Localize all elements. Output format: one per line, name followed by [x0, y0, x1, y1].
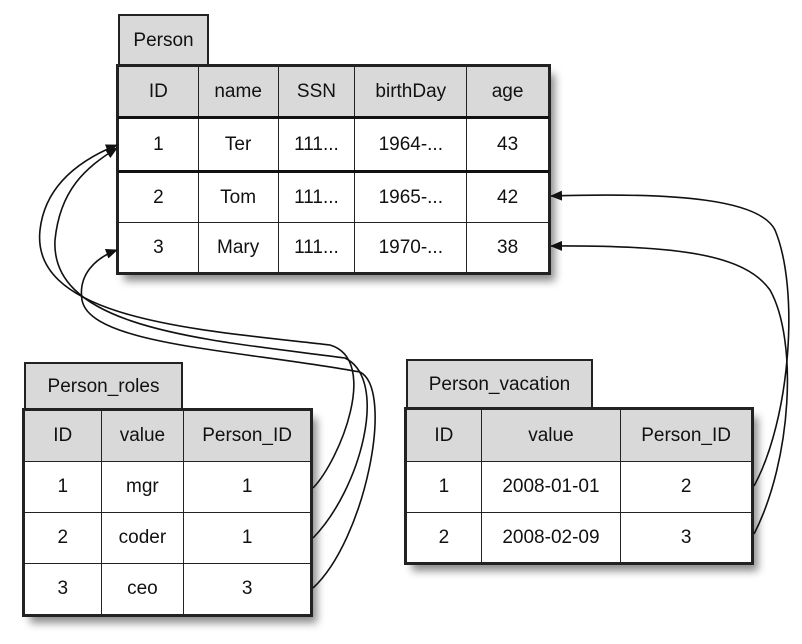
- table-cell: 43: [466, 116, 549, 172]
- table-cell: 2008-01-01: [480, 461, 622, 513]
- vacation-header-id: ID: [406, 409, 482, 462]
- person-table: ID name SSN birthDay age 1 Ter 111... 19…: [116, 64, 551, 275]
- table-cell: 1970-...: [354, 222, 468, 273]
- table-cell: 1: [183, 461, 311, 513]
- person-table-name: Person: [118, 14, 209, 66]
- roles-table-name: Person_roles: [24, 362, 183, 410]
- table-cell: 2008-02-09: [480, 512, 622, 563]
- table-cell: Mary: [197, 222, 279, 273]
- table-cell: 3: [620, 512, 752, 563]
- table-row: 2 2008-02-09 3: [406, 512, 752, 563]
- person-header-name: name: [197, 66, 279, 118]
- table-row: 2 Tom 111... 1965-... 42: [118, 170, 549, 223]
- roles-table: ID value Person_ID 1 mgr 1 2 coder 1 3 c…: [22, 408, 313, 617]
- roles-header-person-id: Person_ID: [183, 410, 311, 462]
- table-cell: 42: [466, 170, 549, 223]
- table-cell: 3: [118, 222, 199, 273]
- person-header-id: ID: [118, 66, 199, 118]
- person-header-ssn: SSN: [277, 66, 356, 118]
- table-cell: 2: [620, 461, 752, 513]
- table-cell: 1964-...: [354, 116, 468, 172]
- roles-header-value: value: [100, 410, 185, 462]
- table-cell: 3: [183, 563, 311, 615]
- table-cell: 1: [406, 461, 482, 513]
- table-cell: 38: [466, 222, 549, 273]
- vacation-table-name: Person_vacation: [406, 359, 593, 409]
- vacation-header-value: value: [480, 409, 622, 462]
- table-cell: 2: [24, 512, 102, 564]
- person-header-age: age: [466, 66, 549, 118]
- table-row: 2 coder 1: [24, 512, 311, 564]
- table-cell: 1: [118, 116, 199, 172]
- table-cell: 3: [24, 563, 102, 615]
- table-cell: 2: [406, 512, 482, 563]
- table-cell: 1: [24, 461, 102, 513]
- table-cell: 2: [118, 170, 199, 223]
- table-cell: 1: [183, 512, 311, 564]
- table-cell: mgr: [100, 461, 185, 513]
- table-row: 1 mgr 1: [24, 461, 311, 513]
- table-cell: 111...: [277, 222, 356, 273]
- table-cell: 1965-...: [354, 170, 468, 223]
- table-cell: ceo: [100, 563, 185, 615]
- person-header-birthday: birthDay: [354, 66, 468, 118]
- table-row: 3 Mary 111... 1970-... 38: [118, 222, 549, 273]
- table-cell: coder: [100, 512, 185, 564]
- table-cell: Ter: [197, 116, 279, 172]
- table-cell: 111...: [277, 116, 356, 172]
- table-row: 1 2008-01-01 2: [406, 461, 752, 513]
- table-cell: Tom: [197, 170, 279, 223]
- vacation-header-person-id: Person_ID: [620, 409, 752, 462]
- table-cell: 111...: [277, 170, 356, 223]
- vacation-table: ID value Person_ID 1 2008-01-01 2 2 2008…: [404, 407, 754, 565]
- table-row: 3 ceo 3: [24, 563, 311, 615]
- roles-header-id: ID: [24, 410, 102, 462]
- table-row: 1 Ter 111... 1964-... 43: [118, 116, 549, 172]
